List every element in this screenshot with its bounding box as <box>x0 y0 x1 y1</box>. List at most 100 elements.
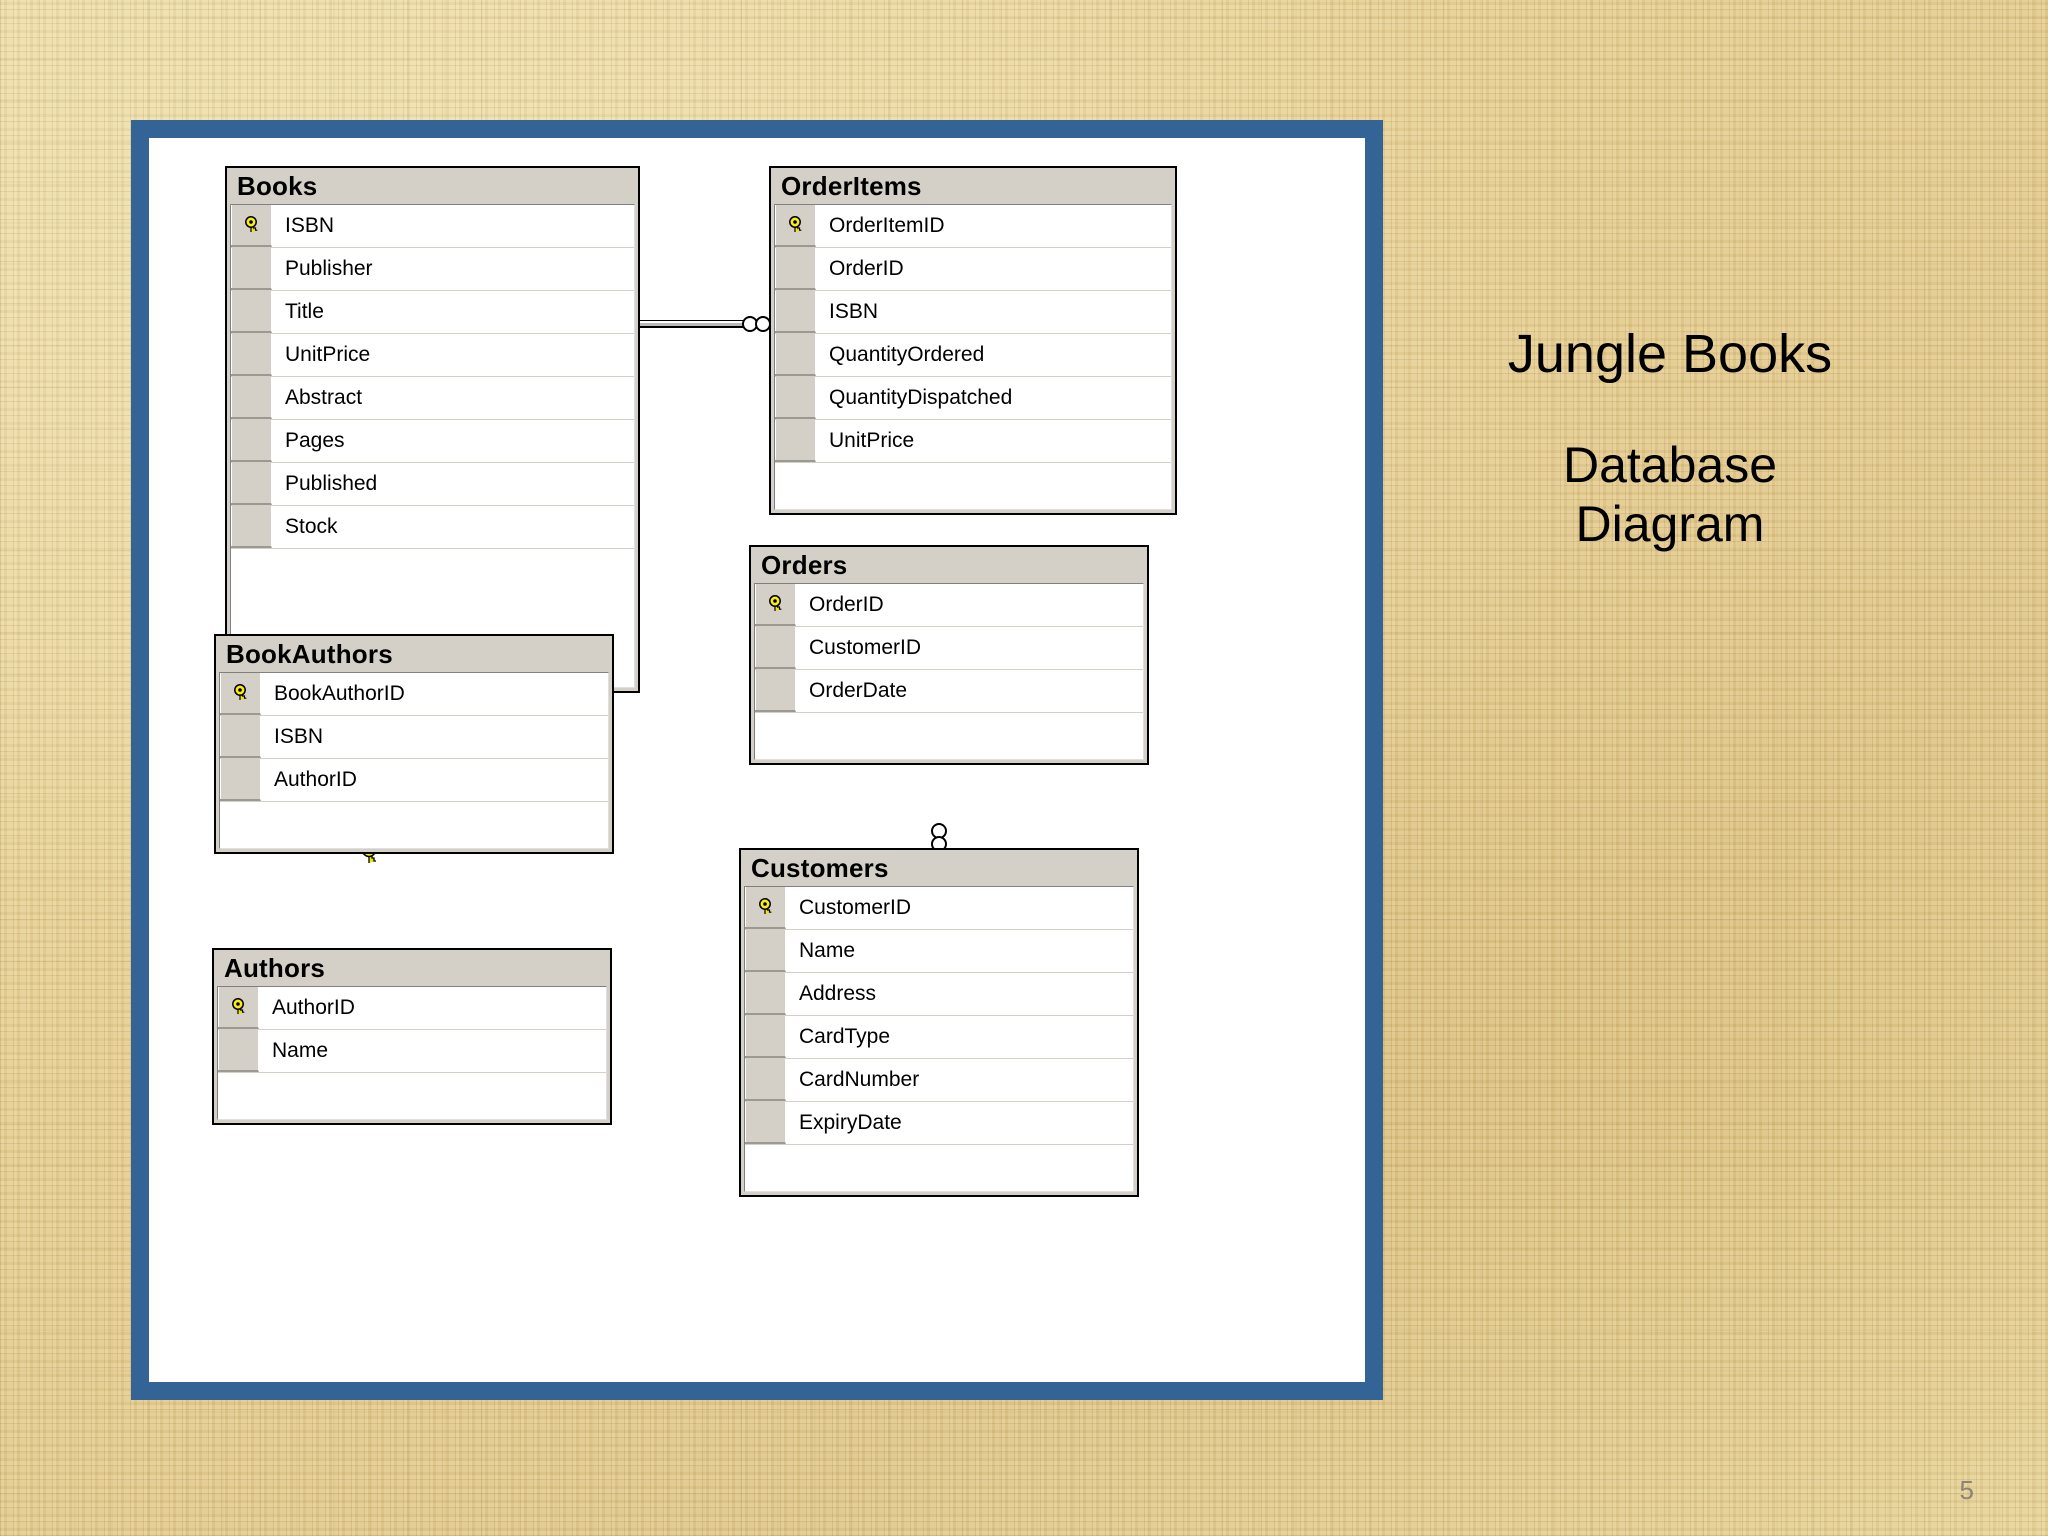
field-name-label: CardNumber <box>786 1059 1133 1102</box>
field-key-gutter[interactable] <box>231 506 272 549</box>
field-key-gutter[interactable] <box>745 973 786 1016</box>
field-key-gutter[interactable] <box>231 420 272 463</box>
entity-field-row[interactable]: Abstract <box>231 377 634 421</box>
field-key-gutter[interactable] <box>218 1030 259 1073</box>
entity-field-row[interactable]: CardNumber <box>745 1059 1133 1103</box>
entity-field-row[interactable]: Name <box>745 930 1133 974</box>
field-name-label: Pages <box>272 420 634 463</box>
field-name-label: BookAuthorID <box>261 673 608 716</box>
entity-field-row[interactable]: Published <box>231 463 634 507</box>
entity-field-row[interactable]: ISBN <box>220 716 608 760</box>
entity-field-row[interactable]: AuthorID <box>218 987 606 1031</box>
entity-empty-row[interactable] <box>220 802 608 849</box>
entity-field-row[interactable]: QuantityDispatched <box>775 377 1171 421</box>
field-key-gutter[interactable] <box>231 205 272 248</box>
entity-field-row[interactable]: BookAuthorID <box>220 673 608 717</box>
entity-field-row[interactable]: OrderDate <box>755 670 1143 714</box>
field-key-gutter[interactable] <box>231 248 272 291</box>
primary-key-icon <box>769 595 782 612</box>
entity-field-row[interactable]: QuantityOrdered <box>775 334 1171 378</box>
field-key-gutter[interactable] <box>745 1059 786 1102</box>
entity-field-row[interactable]: OrderID <box>755 584 1143 628</box>
field-key-gutter[interactable] <box>231 291 272 334</box>
field-key-gutter[interactable] <box>220 673 261 716</box>
entity-field-row[interactable]: Stock <box>231 506 634 550</box>
field-name-label: QuantityOrdered <box>816 334 1171 377</box>
field-key-gutter[interactable] <box>231 377 272 420</box>
entity-title: Customers <box>751 853 889 883</box>
field-key-gutter[interactable] <box>231 334 272 377</box>
field-name-label: CardType <box>786 1016 1133 1059</box>
entity-field-row[interactable]: CustomerID <box>755 627 1143 671</box>
field-key-gutter[interactable] <box>745 887 786 930</box>
field-key-gutter[interactable] <box>220 759 261 802</box>
field-key-gutter[interactable] <box>775 420 816 463</box>
field-key-gutter[interactable] <box>755 627 796 670</box>
field-key-gutter[interactable] <box>745 1102 786 1145</box>
page-subtitle-line1: Database <box>1562 437 1778 494</box>
primary-key-icon <box>234 684 247 701</box>
field-key-gutter[interactable] <box>745 1016 786 1059</box>
entity-title: OrderItems <box>781 171 922 201</box>
field-key-gutter[interactable] <box>775 291 816 334</box>
field-key-gutter[interactable] <box>775 334 816 377</box>
field-key-gutter[interactable] <box>231 463 272 506</box>
entity-field-row[interactable]: Title <box>231 291 634 335</box>
entity-empty-row[interactable] <box>755 713 1143 760</box>
field-name-label: Published <box>272 463 634 506</box>
entity-field-row[interactable]: Publisher <box>231 248 634 292</box>
entity-field-row[interactable]: UnitPrice <box>775 420 1171 464</box>
entity-field-row[interactable]: CardType <box>745 1016 1133 1060</box>
entity-field-row[interactable]: Pages <box>231 420 634 464</box>
field-name-label: CustomerID <box>786 887 1133 930</box>
field-name-label: Abstract <box>272 377 634 420</box>
entity-field-row[interactable]: AuthorID <box>220 759 608 803</box>
entity-field-row[interactable]: UnitPrice <box>231 334 634 378</box>
entity-field-row[interactable]: ISBN <box>775 291 1171 335</box>
field-name-label: ISBN <box>272 205 634 248</box>
entity-field-row[interactable]: CustomerID <box>745 887 1133 931</box>
page-title: Jungle Books <box>1507 324 1833 384</box>
entity-field-row[interactable]: ISBN <box>231 205 634 249</box>
field-name-label: OrderDate <box>796 670 1143 713</box>
field-key-gutter[interactable] <box>775 205 816 248</box>
entity-field-row[interactable]: OrderItemID <box>775 205 1171 249</box>
entity-field-row[interactable]: OrderID <box>775 248 1171 292</box>
page-number: 5 <box>1959 1475 1974 1505</box>
primary-key-icon <box>245 216 258 233</box>
field-name-label: OrderID <box>816 248 1171 291</box>
field-name-label: Publisher <box>272 248 634 291</box>
primary-key-icon <box>759 898 772 915</box>
field-key-gutter[interactable] <box>755 584 796 627</box>
field-key-gutter[interactable] <box>775 248 816 291</box>
entity-empty-row[interactable] <box>231 549 634 596</box>
field-key-gutter[interactable] <box>755 670 796 713</box>
field-name-label: OrderItemID <box>816 205 1171 248</box>
entity-field-row[interactable]: ExpiryDate <box>745 1102 1133 1146</box>
field-key-gutter[interactable] <box>745 930 786 973</box>
entity-empty-row[interactable] <box>231 595 634 642</box>
field-key-gutter[interactable] <box>775 377 816 420</box>
entity-empty-row[interactable] <box>745 1145 1133 1192</box>
field-key-gutter[interactable] <box>220 716 261 759</box>
entity-field-row[interactable]: Address <box>745 973 1133 1017</box>
entity-field-row[interactable]: Name <box>218 1030 606 1074</box>
field-key-gutter[interactable] <box>218 987 259 1030</box>
entity-empty-row[interactable] <box>218 1073 606 1120</box>
entity-empty-row[interactable] <box>775 463 1171 510</box>
field-name-label: Address <box>786 973 1133 1016</box>
